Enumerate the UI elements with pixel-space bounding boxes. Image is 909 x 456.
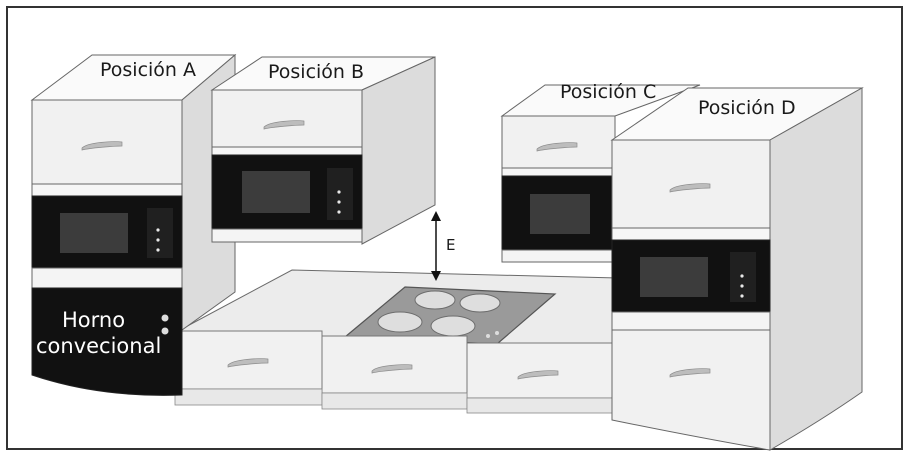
burner-icon	[377, 311, 423, 333]
lower-drawers	[174, 330, 614, 414]
oven-knob-icon	[161, 314, 169, 322]
microwave-window	[640, 257, 708, 297]
cabinet-position-a	[30, 53, 237, 396]
dimension-e	[431, 211, 441, 281]
burner-icon	[459, 293, 501, 313]
cabinet-position-c	[500, 84, 701, 263]
oven-knob-icon	[161, 327, 169, 335]
burner-icon	[430, 315, 476, 337]
cabinet-position-d	[610, 87, 864, 451]
control-panel	[147, 208, 173, 258]
label-position-d: Posición D	[698, 97, 796, 119]
label-dimension-e: E	[446, 236, 455, 254]
cabinet-position-b	[210, 56, 436, 245]
knob-icon	[486, 334, 490, 338]
label-position-c: Posición C	[560, 81, 656, 103]
label-oven-line2: convecional	[36, 334, 161, 358]
label-position-b: Posición B	[268, 61, 364, 83]
hob	[343, 286, 557, 345]
microwave-window	[530, 194, 590, 234]
microwave-window	[242, 171, 310, 213]
knob-icon	[495, 331, 499, 335]
convection-oven	[31, 287, 183, 396]
burner-icon	[414, 290, 456, 310]
label-oven-line1: Horno	[62, 308, 125, 332]
label-position-a: Posición A	[100, 59, 196, 81]
microwave-window	[60, 213, 128, 253]
